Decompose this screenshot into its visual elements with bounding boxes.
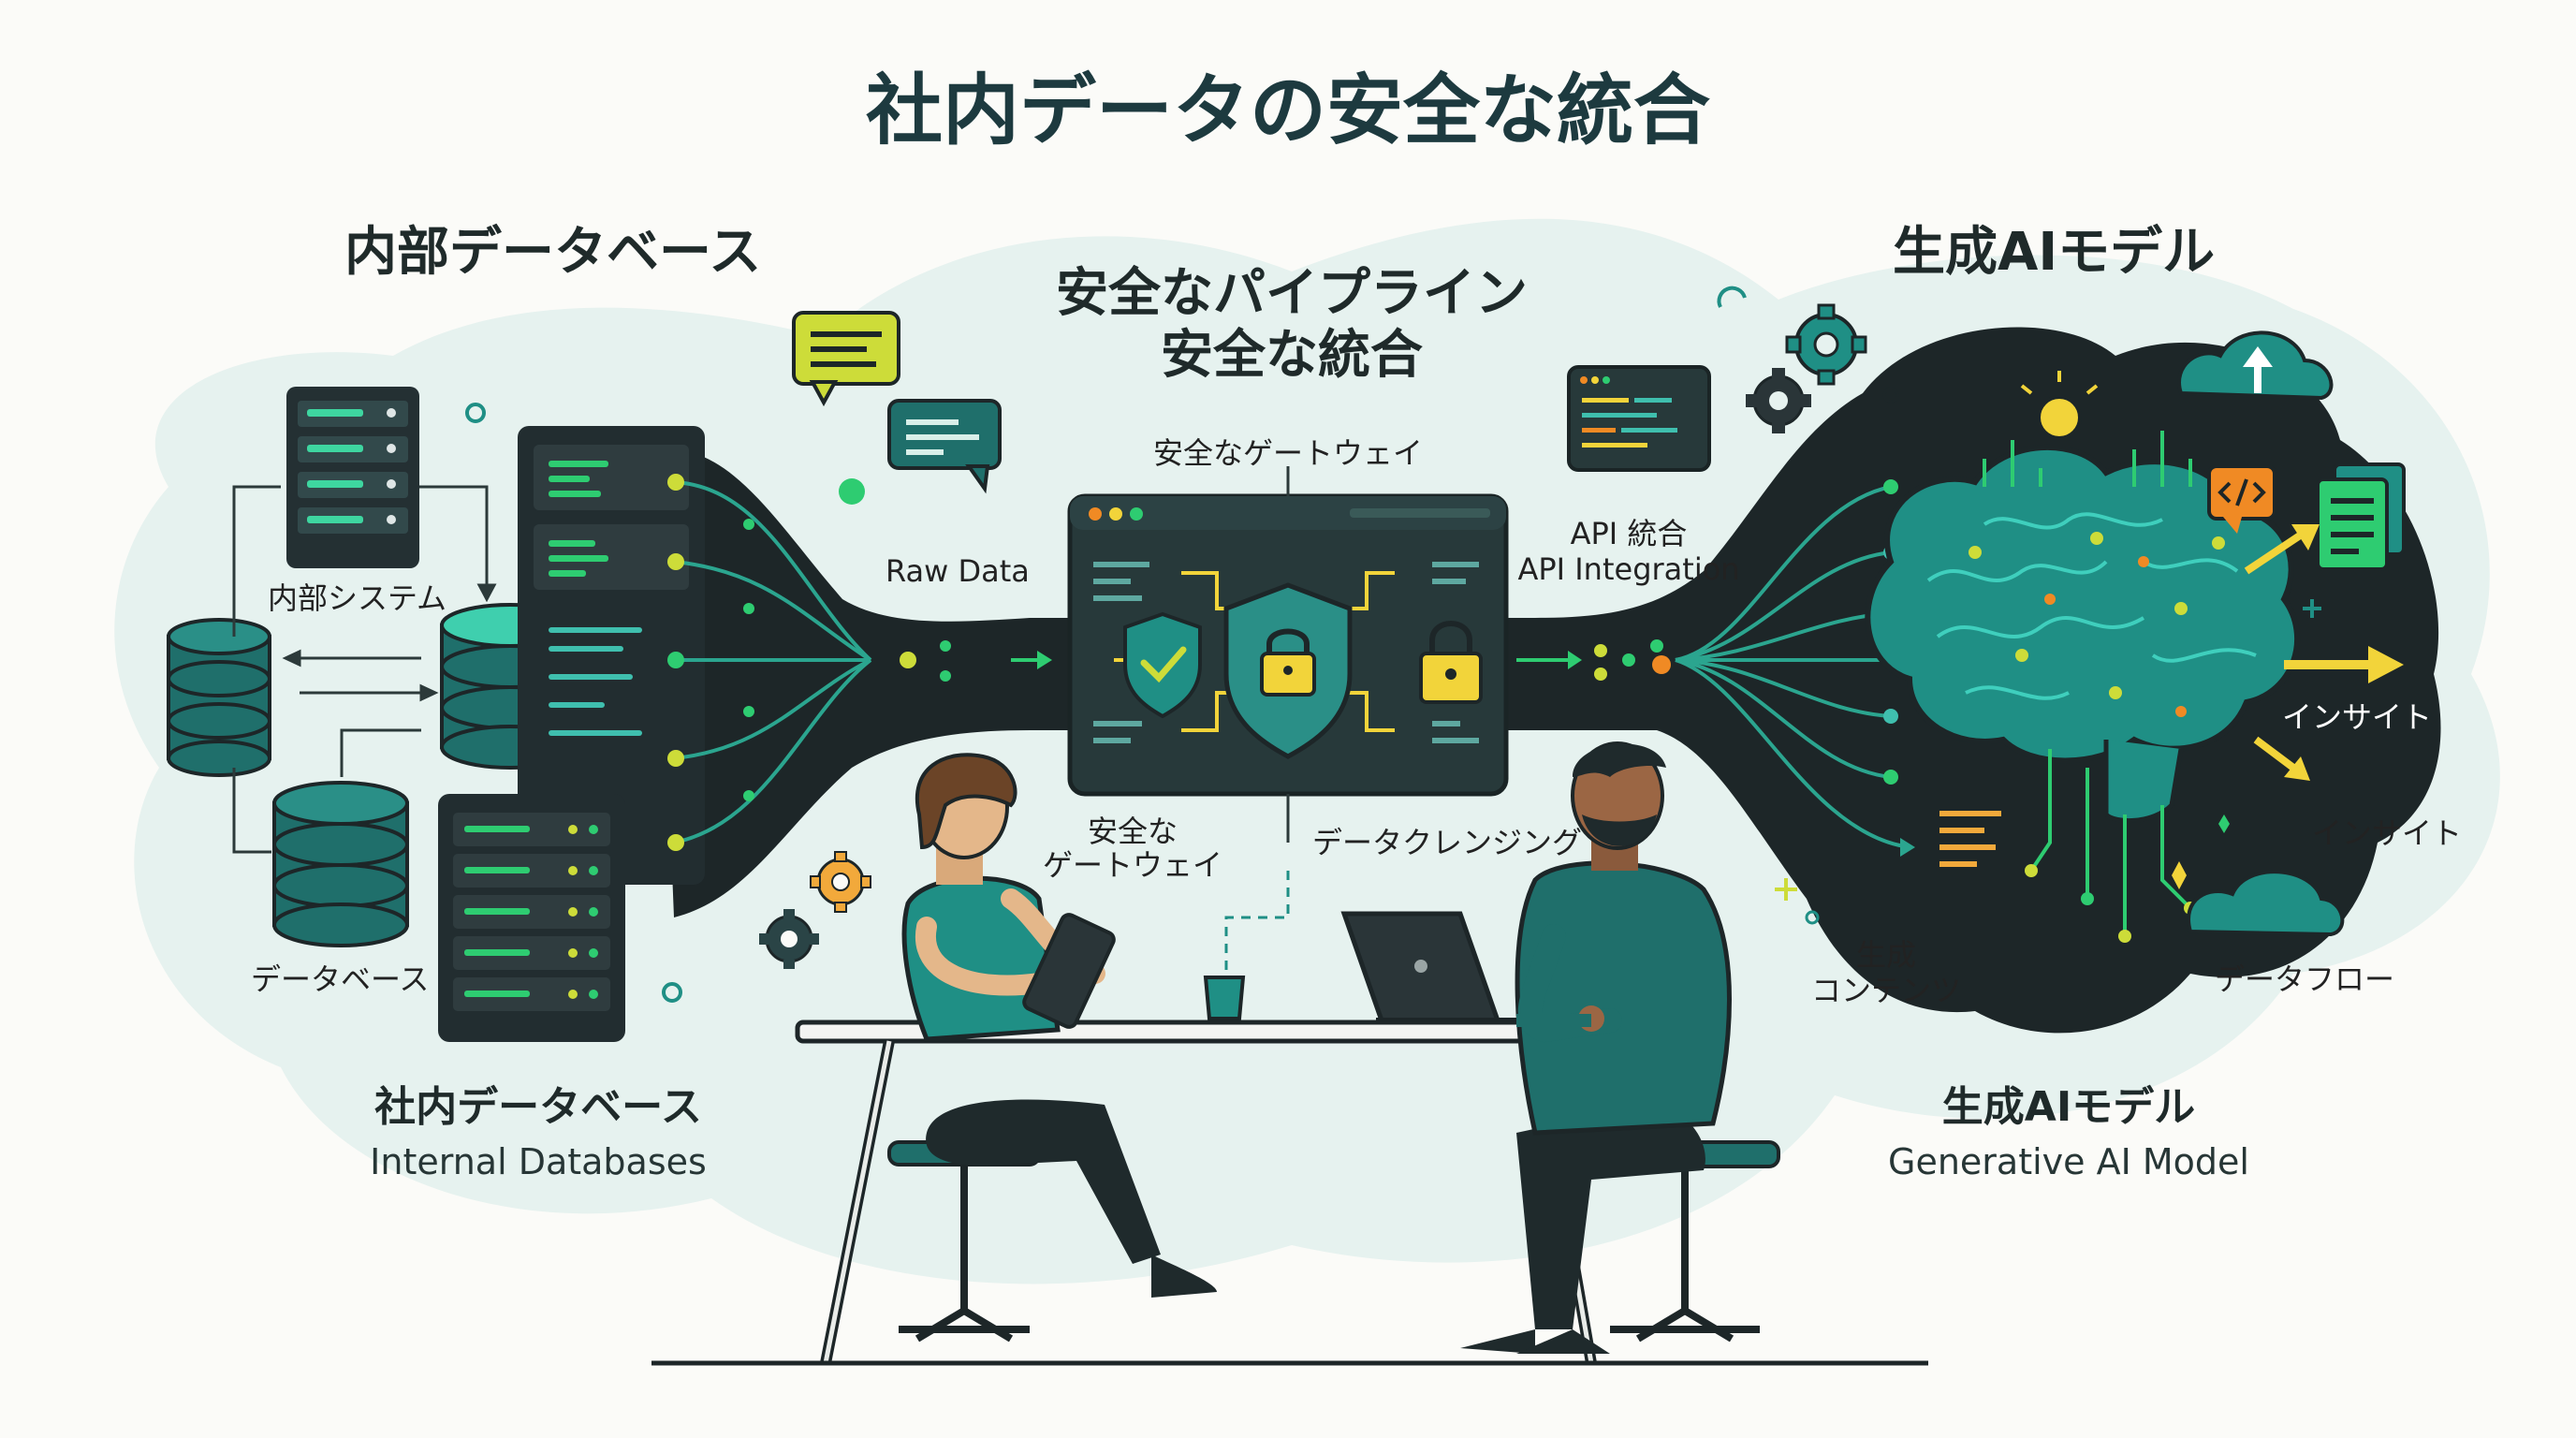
flow-lines-left bbox=[667, 474, 1052, 851]
gear-icon bbox=[810, 851, 871, 913]
document-icon bbox=[2316, 462, 2406, 571]
internal-db-section-subtitle: Internal Databases bbox=[370, 1141, 707, 1182]
gateway-bottom-label-line2: ゲートウェイ bbox=[1042, 847, 1222, 883]
generated-content-label-line1: 生成 bbox=[1855, 937, 1916, 973]
shield-lock-icon bbox=[1223, 582, 1353, 759]
woman-person bbox=[887, 753, 1217, 1343]
decor-ring-1 bbox=[465, 403, 486, 423]
pipeline-heading-line2: 安全な統合 bbox=[1161, 325, 1423, 386]
gear-icon bbox=[759, 909, 819, 969]
insight-arrows bbox=[2172, 524, 2404, 889]
genai-section-subtitle: Generative AI Model bbox=[1888, 1141, 2249, 1182]
server-rack-tall-icon bbox=[518, 426, 705, 885]
pipeline-heading-line1: 安全なパイプライン bbox=[1056, 263, 1528, 324]
man-person bbox=[1460, 741, 1780, 1354]
code-tag-icon bbox=[2207, 464, 2276, 534]
cloud-upload-icon bbox=[2177, 330, 2334, 401]
page-title: 社内データの安全な統合 bbox=[865, 66, 1710, 155]
raw-data-label: Raw Data bbox=[886, 553, 1030, 589]
gateway-bottom-label-line1: 安全な bbox=[1087, 814, 1178, 849]
internal-db-section-title: 社内データベース bbox=[374, 1083, 702, 1131]
server-rack-bottom-icon bbox=[438, 794, 625, 1042]
api-integration-label-en: API Integration bbox=[1517, 551, 1740, 587]
decor-ring-2 bbox=[662, 982, 682, 1003]
code-window-icon bbox=[1567, 365, 1711, 472]
plus-icon bbox=[1775, 878, 1797, 901]
genai-section-title: 生成AIモデル bbox=[1941, 1083, 2196, 1131]
gear-icon bbox=[1746, 368, 1811, 433]
flow-lines-right bbox=[1516, 639, 1671, 681]
gateway-top-label: 安全なゲートウェイ bbox=[1152, 435, 1423, 471]
generated-content-label-line2: コンテンツ bbox=[1810, 973, 1961, 1008]
chat-bubble-teal-icon bbox=[887, 399, 1002, 494]
internal-systems-label: 内部システム bbox=[268, 580, 447, 616]
decor-dot-green bbox=[839, 478, 865, 505]
gear-icon bbox=[1785, 303, 1867, 386]
cloud-icon bbox=[2187, 870, 2345, 937]
cup-icon bbox=[1203, 976, 1246, 1020]
bar-ticks bbox=[1983, 431, 2192, 487]
gateway-connectors bbox=[1224, 466, 1290, 974]
api-integration-label-jp: API 統合 bbox=[1570, 516, 1688, 551]
dataflow-label: データフロー bbox=[2215, 961, 2395, 997]
chat-bubble-yellow-icon bbox=[792, 311, 900, 407]
decor-ring-3 bbox=[1882, 387, 1899, 404]
lightbulb-icon bbox=[2020, 371, 2099, 449]
data-cleansing-label: データクレンジング bbox=[1312, 825, 1583, 860]
padlock-icon bbox=[1419, 621, 1483, 704]
genai-heading: 生成AIモデル bbox=[1893, 222, 2216, 283]
text-lines-icon bbox=[1939, 811, 2001, 867]
laptop-icon bbox=[1340, 911, 1544, 1023]
database-label: データベース bbox=[251, 961, 430, 997]
database-cylinder-left-icon bbox=[167, 618, 271, 777]
decor-arc bbox=[1717, 286, 1747, 308]
insight-label-1: インサイト bbox=[2282, 699, 2433, 735]
internal-db-heading: 内部データベース bbox=[344, 222, 762, 283]
shield-check-icon bbox=[1123, 611, 1202, 719]
insight-label-2: インサイト bbox=[2312, 815, 2463, 851]
server-rack-top-icon bbox=[286, 387, 419, 568]
decor-ring-4 bbox=[1805, 910, 1820, 925]
left-connector-lines bbox=[232, 485, 497, 854]
database-cylinder-bottom-icon bbox=[272, 781, 409, 947]
